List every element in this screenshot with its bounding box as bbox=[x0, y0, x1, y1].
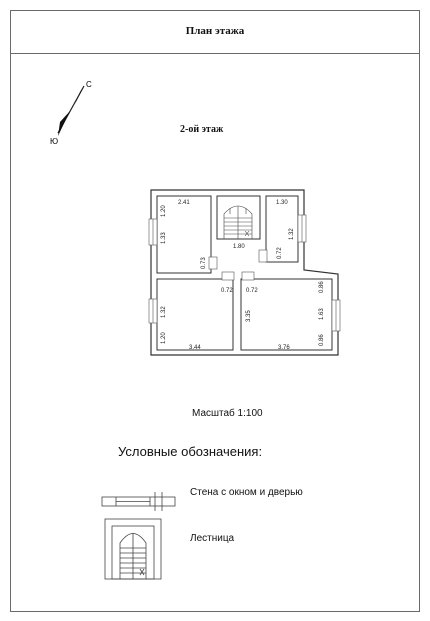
floor-title: 2-ой этаж bbox=[180, 124, 224, 135]
dim-room-bottom-right-width: 3.76 bbox=[278, 345, 290, 351]
building-outline bbox=[150, 189, 339, 356]
title-band: План этажа bbox=[11, 11, 419, 54]
legend-wall-label: Стена с окном и дверью bbox=[190, 487, 303, 498]
drawing-sheet: План этажа bbox=[10, 10, 420, 612]
dim-room-bottom-left-window: 1.32 bbox=[161, 306, 167, 318]
compass-icon: С Ю bbox=[50, 80, 92, 146]
dim-hall-right-gap: 0.72 bbox=[277, 247, 283, 259]
compass-south: Ю bbox=[50, 137, 58, 146]
stair-well bbox=[216, 195, 261, 240]
dim-room-bottom-right-upper: 0.86 bbox=[319, 281, 325, 293]
dim-room-bottom-left-lower: 1.20 bbox=[161, 332, 167, 344]
doors bbox=[208, 249, 268, 281]
dim-door-left: 0.72 bbox=[221, 288, 233, 294]
compass-north: С bbox=[86, 80, 92, 89]
dim-room-top-left-height-lower: 1.33 bbox=[161, 232, 167, 244]
dim-room-top-right-width: 1.30 bbox=[276, 200, 288, 206]
plan-title: План этажа bbox=[185, 25, 245, 37]
door-top-left bbox=[208, 256, 218, 270]
dim-corridor-depth: 3.35 bbox=[246, 310, 252, 322]
legend-stair-icon bbox=[104, 518, 162, 580]
stair-icon bbox=[223, 205, 253, 239]
dim-room-top-right-height: 1.32 bbox=[289, 228, 295, 240]
door-top-right bbox=[258, 249, 268, 263]
dim-room-bottom-left-width: 3.44 bbox=[189, 345, 201, 351]
legend-wall-icon bbox=[101, 492, 176, 511]
legend-stair-label: Лестница bbox=[190, 533, 235, 544]
dim-room-bottom-right-window: 1.63 bbox=[319, 308, 325, 320]
door-bottom-right bbox=[241, 271, 255, 281]
dim-hall-left-gap: 0.73 bbox=[201, 257, 207, 269]
dim-door-right: 0.72 bbox=[246, 288, 258, 294]
dim-hall-width: 1.80 bbox=[233, 244, 245, 250]
dim-room-top-left-width: 2.41 bbox=[178, 200, 190, 206]
dim-room-bottom-right-lower: 0.86 bbox=[319, 334, 325, 346]
legend-title: Условные обозначения: bbox=[118, 444, 263, 459]
dim-room-top-left-height-upper: 1.20 bbox=[161, 205, 167, 217]
windows bbox=[148, 214, 341, 332]
scale-label: Масштаб 1:100 bbox=[192, 408, 263, 419]
door-bottom-left bbox=[221, 271, 235, 281]
